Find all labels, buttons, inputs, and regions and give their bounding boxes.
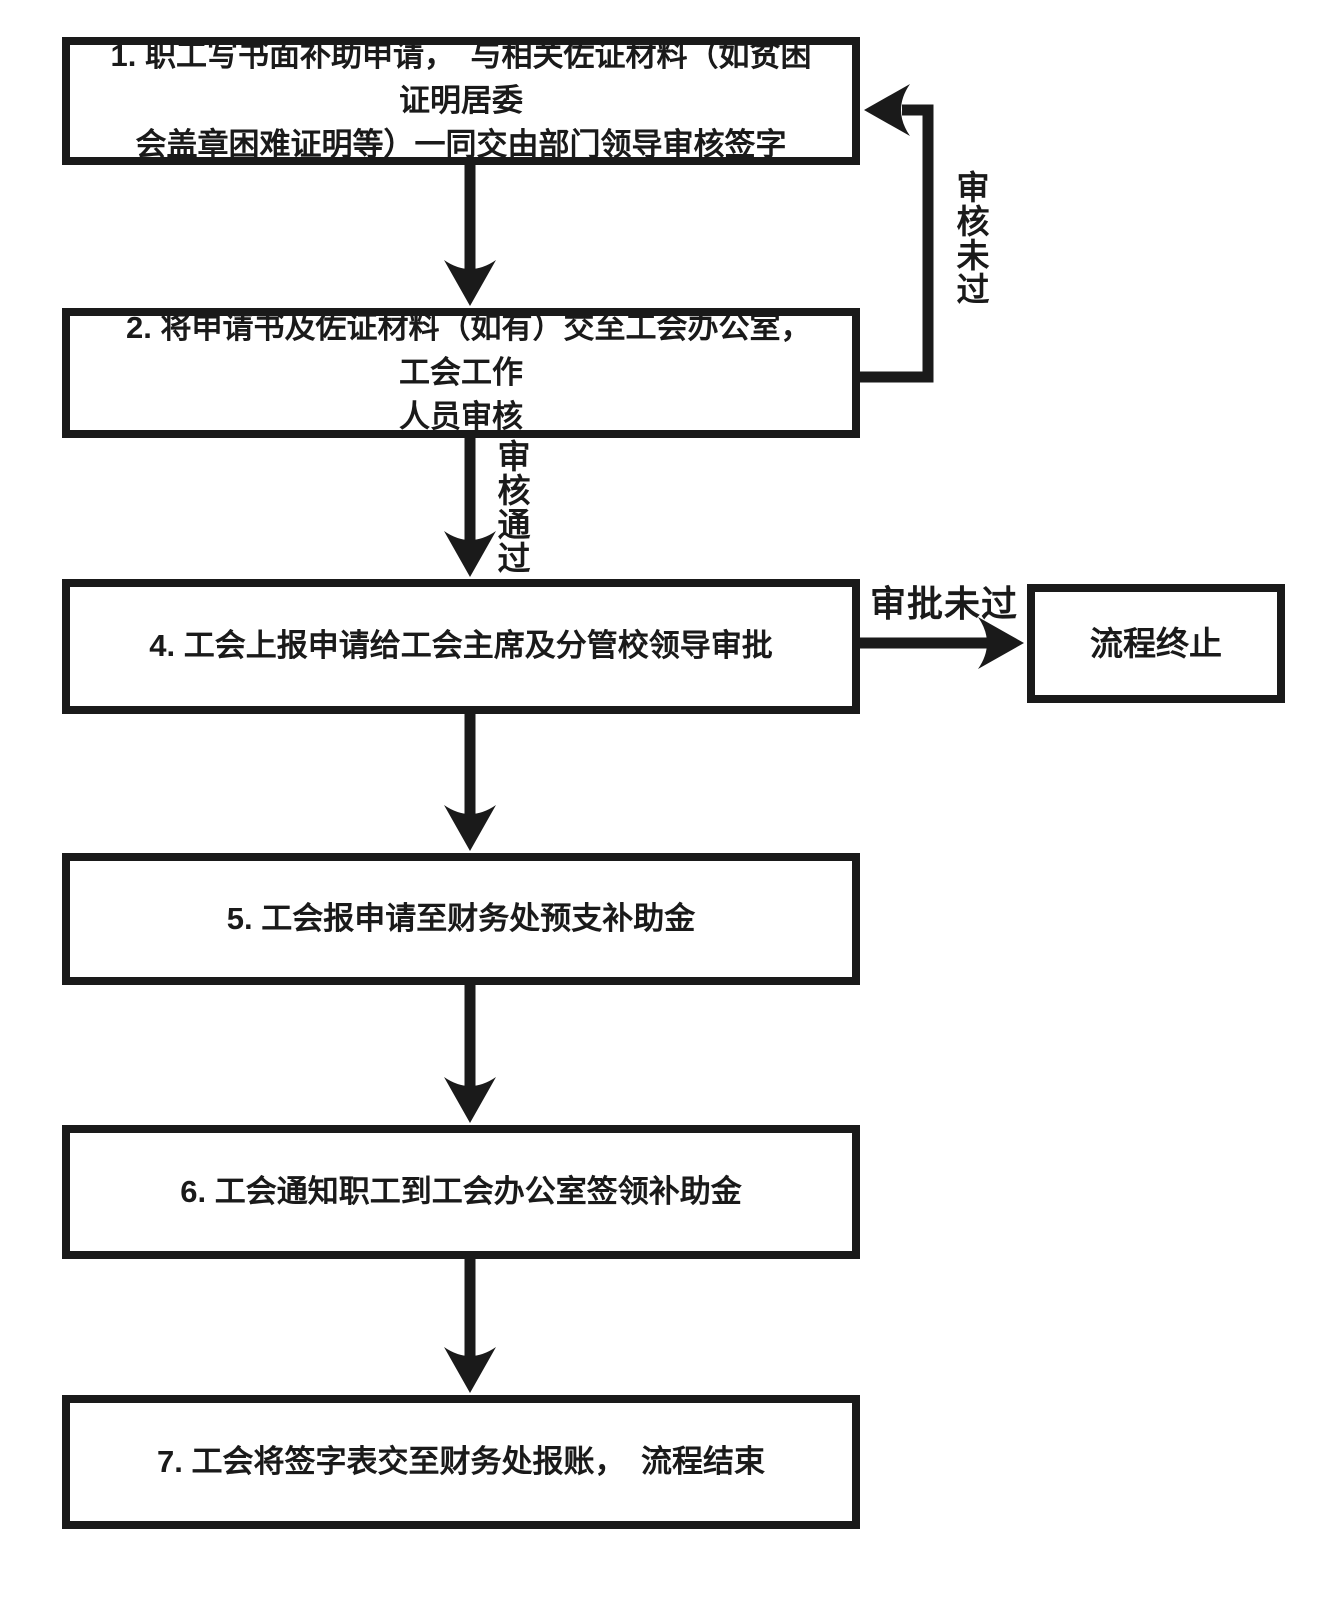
- arrow-step6-step7-head: [444, 1347, 496, 1393]
- edge-label-review-fail: 审核未过: [956, 169, 990, 308]
- arrow-step2-step1-feedback-head: [864, 84, 910, 136]
- edge-label-approval-fail: 审批未过: [870, 583, 1019, 624]
- flow-node-step7: 7. 工会将签字表交至财务处报账， 流程结束: [62, 1395, 860, 1529]
- flow-node-step4: 4. 工会上报申请给工会主席及分管校领导审批: [62, 579, 860, 714]
- edge-label-review-pass: 审核通过: [497, 438, 531, 577]
- arrow-step2-step4-head: [444, 531, 496, 577]
- arrow-step2-step1-feedback-line: [858, 104, 934, 383]
- arrow-step1-step2-head: [444, 260, 496, 306]
- flow-node-terminate: 流程终止: [1027, 584, 1285, 703]
- flow-node-step2: 2. 将申请书及佐证材料（如有）交至工会办公室， 工会工作 人员审核: [62, 308, 860, 438]
- arrow-step4-step5-head: [444, 805, 496, 851]
- flow-node-step1: 1. 职工写书面补助申请， 与相关佐证材料（如贫困证明居委 会盖章困难证明等）一…: [62, 37, 860, 165]
- arrow-step5-step6-head: [444, 1077, 496, 1123]
- flow-node-step6: 6. 工会通知职工到工会办公室签领补助金: [62, 1125, 860, 1259]
- arrow-step4-terminate-head: [978, 617, 1024, 669]
- flow-node-step5: 5. 工会报申请至财务处预支补助金: [62, 853, 860, 985]
